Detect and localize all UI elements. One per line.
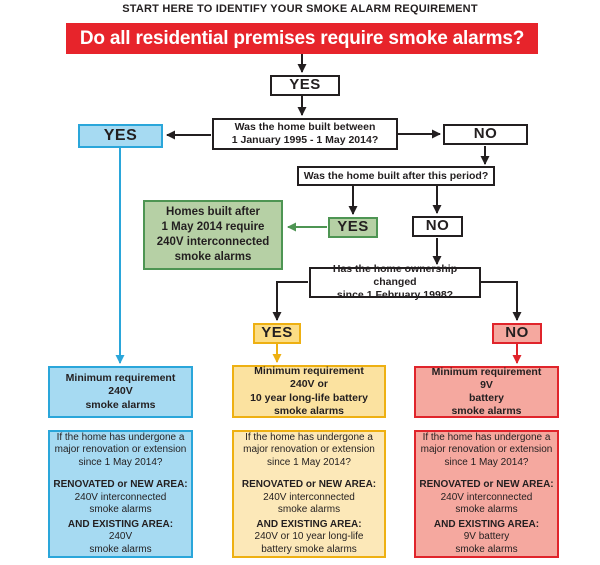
outcome-240v-or-battery-minimum: Minimum requirement 240V or 10 year long… (232, 365, 386, 418)
node-yes-built-between: YES (78, 124, 163, 148)
existing-area-label: AND EXISTING AREA: (256, 518, 362, 530)
existing-area-label: AND EXISTING AREA: (433, 518, 540, 530)
arrow-q3-to-no-red (481, 281, 522, 321)
outcome-9v-battery-minimum: Minimum requirement 9V battery smoke ala… (414, 366, 559, 418)
renovation-question: If the home has undergone a major renova… (243, 431, 375, 468)
renovated-area-value: 240V interconnected smoke alarms (74, 491, 167, 516)
node-yes-start: YES (270, 75, 340, 96)
main-question-banner: Do all residential premises require smok… (66, 23, 538, 54)
existing-area-value: 240V or 10 year long-life battery smoke … (254, 531, 364, 555)
node-yes-ownership: YES (253, 323, 301, 344)
arrow-q3-to-yes-yellow (272, 281, 308, 321)
renovated-area-value: 240V interconnected smoke alarms (440, 491, 533, 516)
outcome-240v-minimum: Minimum requirement 240V smoke alarms (48, 366, 193, 418)
node-question-ownership-changed: Has the home ownership changed since 1 F… (309, 263, 481, 301)
existing-area-value: 9V battery smoke alarms (455, 531, 518, 555)
renovation-question: If the home has undergone a major renova… (54, 431, 187, 468)
existing-area-label: AND EXISTING AREA: (67, 518, 174, 530)
outcome-9v-battery-renovation-detail: If the home has undergone a major renova… (414, 430, 559, 558)
renovated-area-label: RENOVATED or NEW AREA: (419, 479, 554, 491)
node-question-built-after: Was the home built after this period? (297, 166, 495, 186)
renovated-area-value: 240V interconnected smoke alarms (263, 491, 355, 516)
node-yes-built-after: YES (328, 217, 378, 238)
page-title: START HERE TO IDENTIFY YOUR SMOKE ALARM … (122, 3, 478, 15)
node-question-built-between: Was the home built between 1 January 199… (212, 118, 398, 150)
node-no-built-after: NO (412, 216, 463, 237)
node-no-built-between: NO (443, 124, 528, 145)
node-no-ownership: NO (492, 323, 542, 344)
outcome-240v-renovation-detail: If the home has undergone a major renova… (48, 430, 193, 558)
existing-area-value: 240V smoke alarms (89, 531, 152, 555)
outcome-240v-or-battery-renovation-detail: If the home has undergone a major renova… (232, 430, 386, 558)
renovated-area-label: RENOVATED or NEW AREA: (241, 479, 377, 491)
green-note-homes-after-2014: Homes built after 1 May 2014 require 240… (143, 200, 283, 270)
renovation-question: If the home has undergone a major renova… (420, 431, 553, 468)
renovated-area-label: RENOVATED or NEW AREA: (53, 479, 188, 491)
